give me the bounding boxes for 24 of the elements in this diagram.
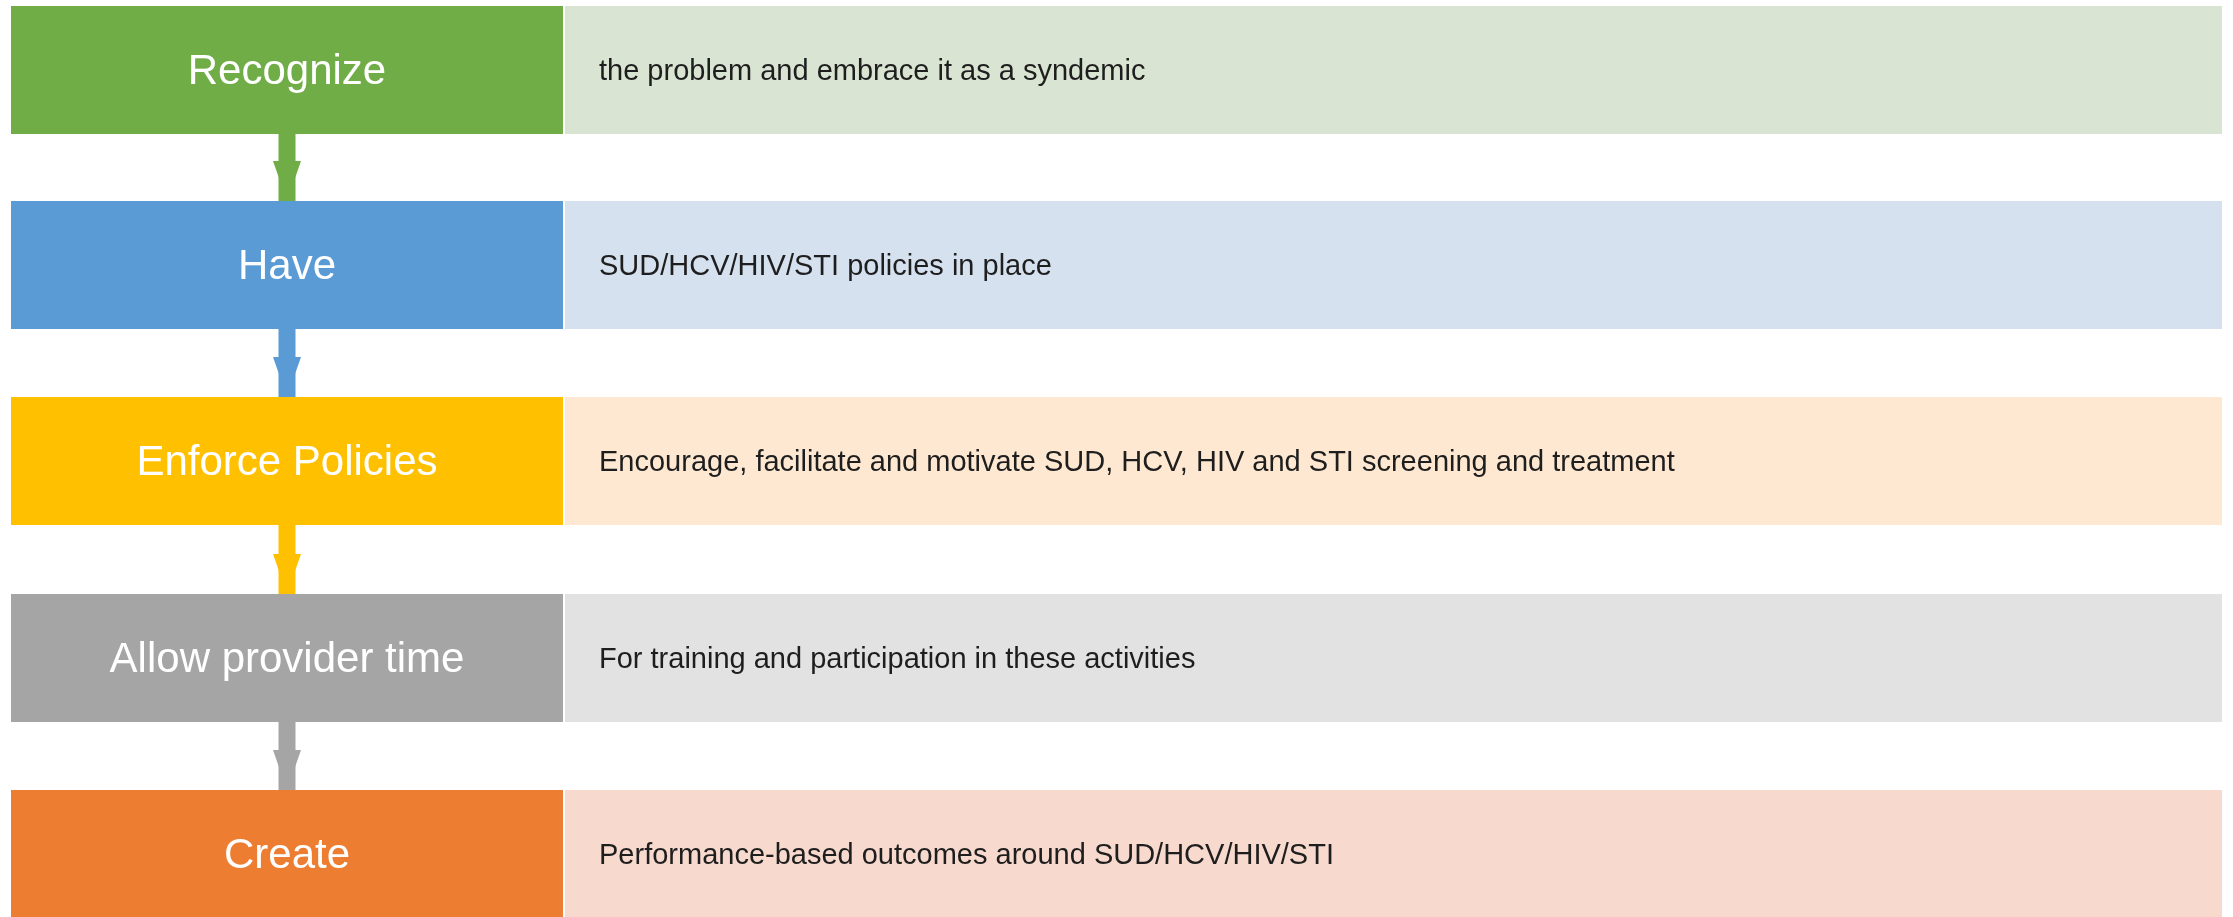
- description-panel: [565, 790, 2222, 917]
- step-box: [11, 6, 563, 134]
- arrow: [273, 329, 301, 397]
- step-box: [11, 790, 563, 917]
- arrow: [273, 134, 301, 201]
- description-text: SUD/HCV/HIV/STI policies in place: [599, 248, 1052, 282]
- arrow: [273, 722, 301, 790]
- step-box: [11, 201, 563, 329]
- step-box: [11, 397, 563, 525]
- step-label: Create: [223, 830, 351, 878]
- description-panel: [565, 397, 2222, 525]
- step-box: [11, 594, 563, 722]
- description-panel: [565, 594, 2222, 722]
- description-panel: [565, 201, 2222, 329]
- step-label: Allow provider time: [109, 634, 465, 682]
- step-label: Enforce Policies: [136, 437, 438, 485]
- description-text: the problem and embrace it as a syndemic: [599, 53, 1146, 87]
- description-text: For training and participation in these activities: [599, 641, 1196, 675]
- description-text: Performance-based outcomes around SUD/HCV/HIV/STI: [599, 837, 1334, 871]
- description-panel: [565, 6, 2222, 134]
- step-label: Recognize: [187, 46, 387, 94]
- step-label: Have: [237, 241, 337, 289]
- description-text: Encourage, facilitate and motivate SUD, HCV, HIV and STI screening and treatment: [599, 444, 1675, 478]
- arrow: [273, 525, 301, 594]
